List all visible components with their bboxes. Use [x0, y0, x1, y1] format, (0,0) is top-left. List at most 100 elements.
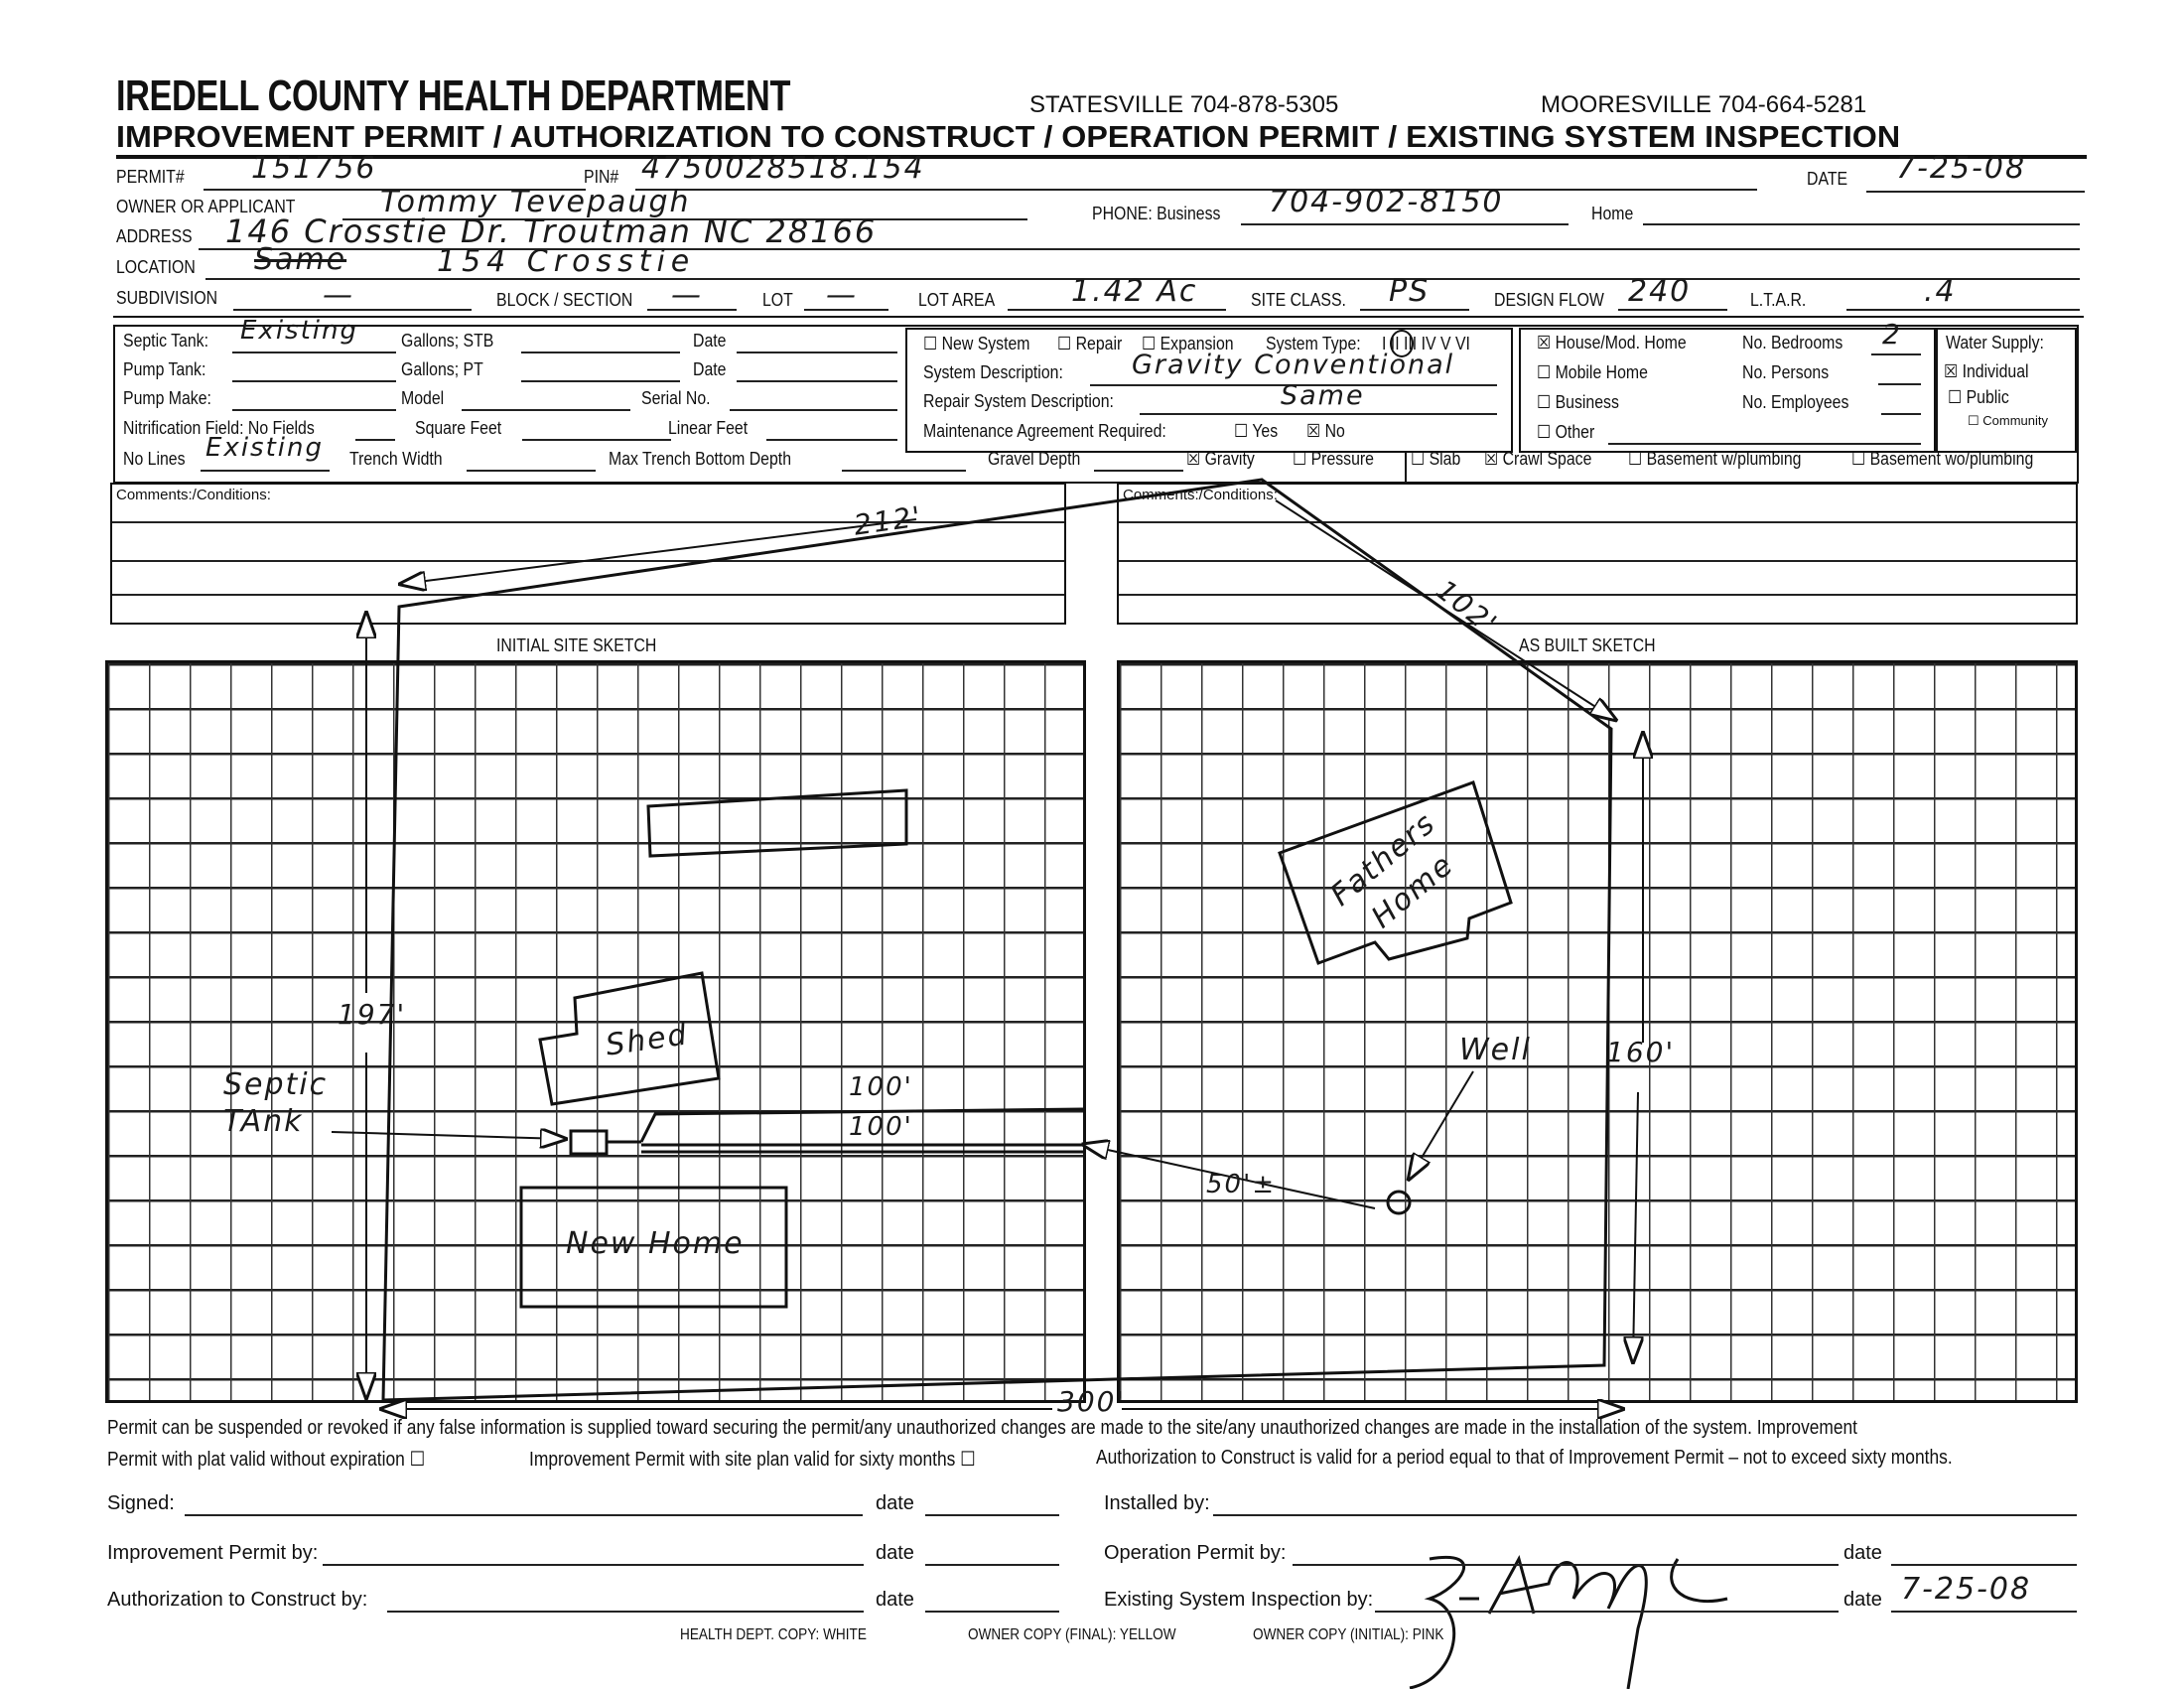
septic-tank-field[interactable]	[232, 352, 396, 353]
trench-width-field[interactable]	[467, 470, 596, 472]
serial-label: Serial No.	[641, 388, 711, 408]
permit-value: 151756	[251, 151, 377, 186]
water-supply-box	[1936, 328, 2077, 453]
design-flow-field[interactable]	[1618, 309, 1727, 311]
subdivision-field[interactable]	[233, 309, 472, 311]
repair-checkbox[interactable]: ☐ Repair	[1057, 334, 1123, 353]
pump-tank-field[interactable]	[232, 380, 396, 382]
signed-date-field[interactable]	[925, 1514, 1059, 1516]
dimension-100-a: 100'	[849, 1072, 913, 1102]
bedrooms-field[interactable]	[1871, 353, 1921, 355]
mobile-home-checkbox[interactable]: ☐ Mobile Home	[1537, 362, 1648, 382]
individual-checkbox[interactable]: ☒ Individual	[1944, 361, 2029, 381]
pin-value: 4750028518.154	[641, 151, 925, 186]
gravity-checkbox[interactable]: ☒ Gravity	[1186, 449, 1255, 469]
maintenance-no-checkbox[interactable]: ☒ No	[1306, 421, 1345, 441]
pin-field[interactable]	[635, 189, 1757, 191]
community-checkbox[interactable]: ☐ Community	[1968, 413, 2049, 428]
comments-line	[1119, 521, 2076, 523]
tank-label: TAnk	[223, 1104, 304, 1139]
persons-field[interactable]	[1878, 383, 1921, 385]
authorization-date-label: date	[876, 1589, 914, 1611]
trench-width-label: Trench Width	[349, 449, 443, 469]
system-description-field[interactable]	[1090, 384, 1497, 386]
design-flow-label: DESIGN FLOW	[1494, 290, 1604, 310]
installed-by-label: Installed by:	[1104, 1492, 1210, 1514]
improvement-permit-by-field[interactable]	[323, 1564, 864, 1566]
location-label: LOCATION	[116, 257, 196, 277]
comments-right-box[interactable]: Comments:/Conditions:	[1117, 483, 2078, 625]
pump-tank-label: Pump Tank:	[123, 359, 206, 379]
location-field[interactable]	[205, 278, 2080, 280]
gravel-depth-field[interactable]	[1094, 470, 1183, 472]
permit-field[interactable]	[204, 189, 586, 191]
other-field[interactable]	[1608, 443, 1921, 445]
dimension-100-b: 100'	[849, 1112, 913, 1142]
ltar-field[interactable]	[1846, 309, 2080, 311]
lot-field[interactable]	[804, 309, 888, 311]
address-field[interactable]	[199, 248, 2080, 250]
public-checkbox[interactable]: ☐ Public	[1948, 387, 2009, 407]
bedrooms-value: 2	[1882, 318, 1902, 351]
system-description-value: Gravity Conventional	[1132, 350, 1455, 380]
plat-checkbox[interactable]: Permit with plat valid without expiratio…	[107, 1449, 426, 1471]
maintenance-yes-checkbox[interactable]: ☐ Yes	[1234, 421, 1279, 441]
business-checkbox[interactable]: ☐ Business	[1537, 392, 1619, 412]
home-phone-field[interactable]	[1643, 223, 2080, 225]
phone-field[interactable]	[1241, 223, 1569, 225]
operation-date-field[interactable]	[1891, 1564, 2077, 1566]
repair-description-field[interactable]	[1140, 413, 1497, 415]
gallons-pt-field[interactable]	[521, 380, 680, 382]
date-field-1[interactable]	[737, 352, 897, 353]
existing-inspection-by-field[interactable]	[1375, 1611, 1839, 1613]
no-lines-field[interactable]	[201, 470, 330, 472]
model-field[interactable]	[462, 409, 630, 411]
owner-label: OWNER OR APPLICANT	[116, 197, 296, 216]
pressure-checkbox[interactable]: ☐ Pressure	[1293, 449, 1374, 469]
date-field-2[interactable]	[737, 380, 897, 382]
square-feet-field[interactable]	[522, 439, 671, 441]
existing-date-field[interactable]	[1891, 1611, 2077, 1613]
comments-line	[112, 521, 1064, 523]
operation-permit-by-field[interactable]	[1293, 1564, 1839, 1566]
site-class-field[interactable]	[1360, 309, 1469, 311]
copy-white: HEALTH DEPT. COPY: WHITE	[680, 1626, 867, 1643]
initial-site-sketch-grid	[105, 660, 1086, 1403]
basement-with-plumbing-checkbox[interactable]: ☐ Basement w/plumbing	[1628, 449, 1802, 469]
installed-by-field[interactable]	[1213, 1514, 2077, 1516]
employees-field[interactable]	[1881, 413, 1921, 415]
date-label: DATE	[1807, 169, 1848, 189]
block-field[interactable]	[647, 309, 737, 311]
expansion-checkbox[interactable]: ☐ Expansion	[1142, 334, 1234, 353]
authorization-date-field[interactable]	[925, 1611, 1059, 1613]
authorization-by-field[interactable]	[387, 1611, 864, 1613]
no-fields-field[interactable]	[355, 439, 395, 441]
septic-label: Septic	[223, 1067, 329, 1102]
lot-area-field[interactable]	[1008, 309, 1226, 311]
linear-feet-field[interactable]	[766, 439, 897, 441]
house-checkbox[interactable]: ☒ House/Mod. Home	[1537, 333, 1687, 352]
site-plan-checkbox[interactable]: Improvement Permit with site plan valid …	[529, 1449, 976, 1471]
max-depth-label: Max Trench Bottom Depth	[609, 449, 792, 469]
max-depth-field[interactable]	[842, 470, 966, 472]
crawl-space-checkbox[interactable]: ☒ Crawl Space	[1484, 449, 1592, 469]
improvement-date-field[interactable]	[925, 1564, 1059, 1566]
gallons-stb-field[interactable]	[521, 352, 680, 353]
owner-field[interactable]	[342, 218, 1027, 220]
bedrooms-label: No. Bedrooms	[1742, 333, 1843, 352]
serial-field[interactable]	[730, 409, 897, 411]
dimension-300: 300'	[1057, 1385, 1127, 1418]
gallons-pt-label: Gallons; PT	[401, 359, 483, 379]
slab-checkbox[interactable]: ☐ Slab	[1411, 449, 1461, 469]
system-box	[113, 325, 2079, 484]
authorization-by-label: Authorization to Construct by:	[107, 1589, 368, 1611]
date-field[interactable]	[1866, 191, 2085, 193]
other-checkbox[interactable]: ☐ Other	[1537, 422, 1595, 442]
basement-without-plumbing-checkbox[interactable]: ☐ Basement wo/plumbing	[1851, 449, 2034, 469]
signed-field[interactable]	[185, 1514, 863, 1516]
septic-arrow	[331, 1132, 564, 1139]
system-description-box	[905, 328, 1513, 453]
new-system-checkbox[interactable]: ☐ New System	[923, 334, 1030, 353]
pump-make-field[interactable]	[232, 409, 396, 411]
